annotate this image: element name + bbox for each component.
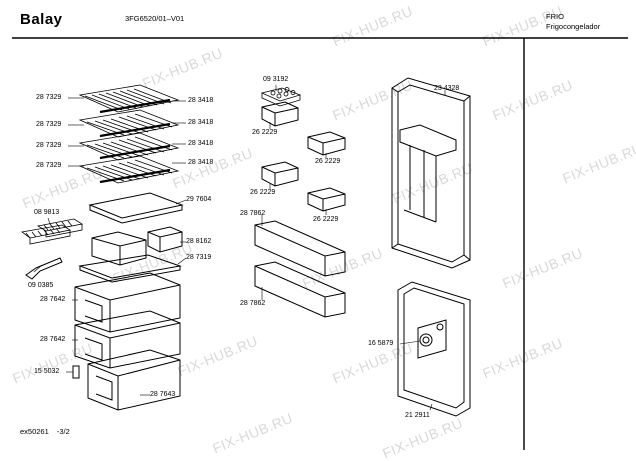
part-label: 28 7329 xyxy=(36,162,62,169)
parts-drawing xyxy=(12,37,628,450)
egg-tray xyxy=(260,87,302,107)
ice-scoop xyxy=(25,257,63,280)
part-label: 08 9813 xyxy=(34,209,60,216)
glass-shelf xyxy=(88,192,184,224)
document-code: ex50261 -3/2 xyxy=(20,428,70,436)
part-label: 28 7329 xyxy=(36,94,62,101)
wire-shelf xyxy=(78,132,180,161)
part-label: 28 7329 xyxy=(36,142,62,149)
leader-lines xyxy=(33,85,446,411)
part-label: 28 3418 xyxy=(188,97,214,104)
crisper-box xyxy=(91,231,147,266)
wire-shelf xyxy=(78,109,180,138)
glass-cover xyxy=(78,254,182,283)
brand-logo: Balay xyxy=(20,11,63,28)
model-number: 3FG6520/01–V01 xyxy=(125,14,185,23)
shelf-rail xyxy=(99,98,171,184)
part-label: 23 4328 xyxy=(434,85,460,92)
part-label: 26 2229 xyxy=(252,129,278,136)
part-label: 28 7319 xyxy=(186,254,212,261)
part-label: 16 5879 xyxy=(368,340,394,347)
wire-shelf xyxy=(78,84,180,113)
part-label: 28 7862 xyxy=(240,300,266,307)
part-label: 28 3418 xyxy=(188,119,214,126)
ice-tray xyxy=(21,218,84,245)
freezer-drawer xyxy=(74,310,181,369)
crisper-box xyxy=(147,226,183,253)
fridge-door xyxy=(391,77,471,269)
part-label: 28 7862 xyxy=(240,210,266,217)
door-bin xyxy=(254,220,346,277)
part-label: 26 2229 xyxy=(250,189,276,196)
part-label: 26 2229 xyxy=(315,158,341,165)
part-label: 28 7642 xyxy=(40,296,66,303)
page-number: -3/2 xyxy=(56,427,70,436)
appliance-category: FRIO xyxy=(546,12,564,21)
part-label: 21 2911 xyxy=(405,412,430,419)
flap-part xyxy=(72,365,80,379)
freezer-drawer xyxy=(87,349,181,411)
part-label: 28 7643 xyxy=(150,391,176,398)
small-box xyxy=(261,161,299,187)
small-box xyxy=(307,131,346,156)
part-label: 28 3418 xyxy=(188,159,214,166)
part-label: 26 2229 xyxy=(313,216,339,223)
part-label: 09 3192 xyxy=(263,76,289,83)
freezer-door xyxy=(397,281,471,417)
appliance-type: Frigocongelador xyxy=(546,22,601,31)
part-label: 28 7642 xyxy=(40,336,66,343)
exploded-parts-diagram: FIX-HUB.RU FIX-HUB.RU FIX-HUB.RU FIX-HUB… xyxy=(10,3,636,461)
part-label: 29 7604 xyxy=(186,196,212,203)
part-label: 09 0385 xyxy=(28,282,54,289)
small-box xyxy=(261,101,299,127)
doc-code: ex50261 xyxy=(20,427,49,436)
part-label: 15 5032 xyxy=(34,368,60,375)
small-box xyxy=(307,187,346,212)
part-label: 28 3418 xyxy=(188,140,214,147)
freezer-drawer xyxy=(74,272,181,333)
part-label: 28 8162 xyxy=(186,238,212,245)
door-bin xyxy=(254,261,346,318)
wire-shelf xyxy=(78,155,180,184)
part-label: 28 7329 xyxy=(36,121,62,128)
